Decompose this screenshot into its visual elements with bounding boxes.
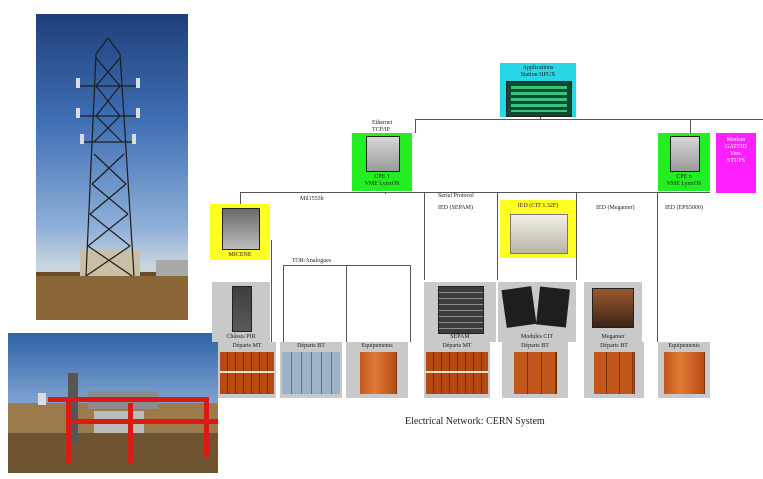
equipements-1-label: Equipements: [361, 343, 393, 349]
megamer-device-icon: [592, 288, 634, 328]
cit-module-icon: [501, 286, 537, 328]
ethernet-label: Ethernet TCP/IP: [372, 120, 393, 133]
switchgear-icon: [220, 352, 274, 394]
sepam-panel[interactable]: SEPAM: [424, 282, 496, 342]
cabinet-icon: [664, 352, 705, 394]
transmission-tower-icon: [36, 37, 188, 320]
mil1553b-label: Mil1553b: [300, 196, 324, 202]
cpen-label: CPE n VME LynxOS: [666, 174, 702, 187]
ied-megamer-label: IED (Megamer): [596, 205, 635, 211]
modules-cit-panel[interactable]: Modules CIT: [498, 282, 576, 342]
chassis-pir-panel[interactable]: Châssis PIR: [212, 282, 270, 342]
tor-analogues-label: TOR/Analogues: [292, 258, 332, 264]
equipements-2-label: Equipements: [668, 343, 700, 349]
cpe1-node[interactable]: CPE 1 VME LynxOS: [352, 133, 412, 191]
departs-bt-1-label: Départs BT: [297, 343, 325, 349]
cabinet-icon: [594, 352, 635, 394]
megamer-panel[interactable]: Megamer: [584, 282, 642, 342]
modem-label: Modem GATEID Vers. STUPS: [725, 137, 747, 164]
diagram-caption: Electrical Network: CERN System: [405, 416, 545, 427]
sepam-label: SEPAM: [450, 334, 470, 340]
cabinet-icon: [360, 352, 397, 394]
ied-sepam-label: IED (SEPAM): [438, 205, 473, 211]
wellhead-icon: [8, 373, 218, 473]
megamer-label: Megamer: [601, 334, 625, 340]
ethernet-bus: [415, 119, 763, 120]
equipements-2-panel[interactable]: Equipements: [658, 342, 710, 398]
departs-mt-2-panel[interactable]: Départs MT: [424, 342, 490, 398]
micene-rack-icon: [222, 208, 260, 250]
monitor-icon: [506, 81, 572, 117]
equipements-1-panel[interactable]: Equipements: [346, 342, 408, 398]
serial-protocol-label: Serial Protocol: [438, 193, 474, 199]
cpe1-label: CPE 1 VME LynxOS: [364, 174, 400, 187]
departs-bt-2-panel[interactable]: Départs BT: [502, 342, 568, 398]
departs-mt-1-panel[interactable]: Départs MT: [218, 342, 276, 398]
field-bus: [240, 192, 710, 193]
modules-cit-label: Modules CIT: [520, 334, 554, 340]
sepam-rack-icon: [438, 286, 484, 334]
chassis-icon: [232, 286, 252, 332]
ied-eps5000-label: IED (EPS5000): [665, 205, 703, 211]
application-station-label: Applications Station HPUX: [520, 65, 556, 78]
vme-crate-icon: [366, 136, 400, 172]
departs-bt-2-label: Départs BT: [521, 343, 549, 349]
modem-node[interactable]: Modem GATEID Vers. STUPS: [716, 133, 756, 193]
ied-cit-node[interactable]: IED (CIT 1.32F): [500, 200, 576, 258]
switchgear-icon: [426, 352, 488, 394]
tower-photo: [36, 14, 188, 320]
switchboard-icon: [282, 352, 340, 394]
departs-mt-2-label: Départs MT: [442, 343, 472, 349]
micene-node[interactable]: MICENE: [210, 204, 270, 260]
vme-crate-icon: [670, 136, 700, 172]
chassis-pir-label: Châssis PIR: [226, 334, 256, 340]
cabinet-icon: [514, 352, 557, 394]
wellhead-photo: [8, 333, 218, 473]
departs-bt-1-panel[interactable]: Départs BT: [280, 342, 342, 398]
micene-label: MICENE: [228, 252, 252, 258]
departs-bt-3-label: Départs BT: [600, 343, 628, 349]
departs-mt-1-label: Départs MT: [232, 343, 262, 349]
cit-module-icon: [536, 286, 570, 328]
cit-relay-icon: [510, 214, 568, 254]
departs-bt-3-panel[interactable]: Départs BT: [584, 342, 644, 398]
ied-cit-label: IED (CIT 1.32F): [517, 203, 559, 209]
application-station-node[interactable]: Applications Station HPUX: [500, 63, 576, 117]
cpen-node[interactable]: CPE n VME LynxOS: [658, 133, 710, 191]
